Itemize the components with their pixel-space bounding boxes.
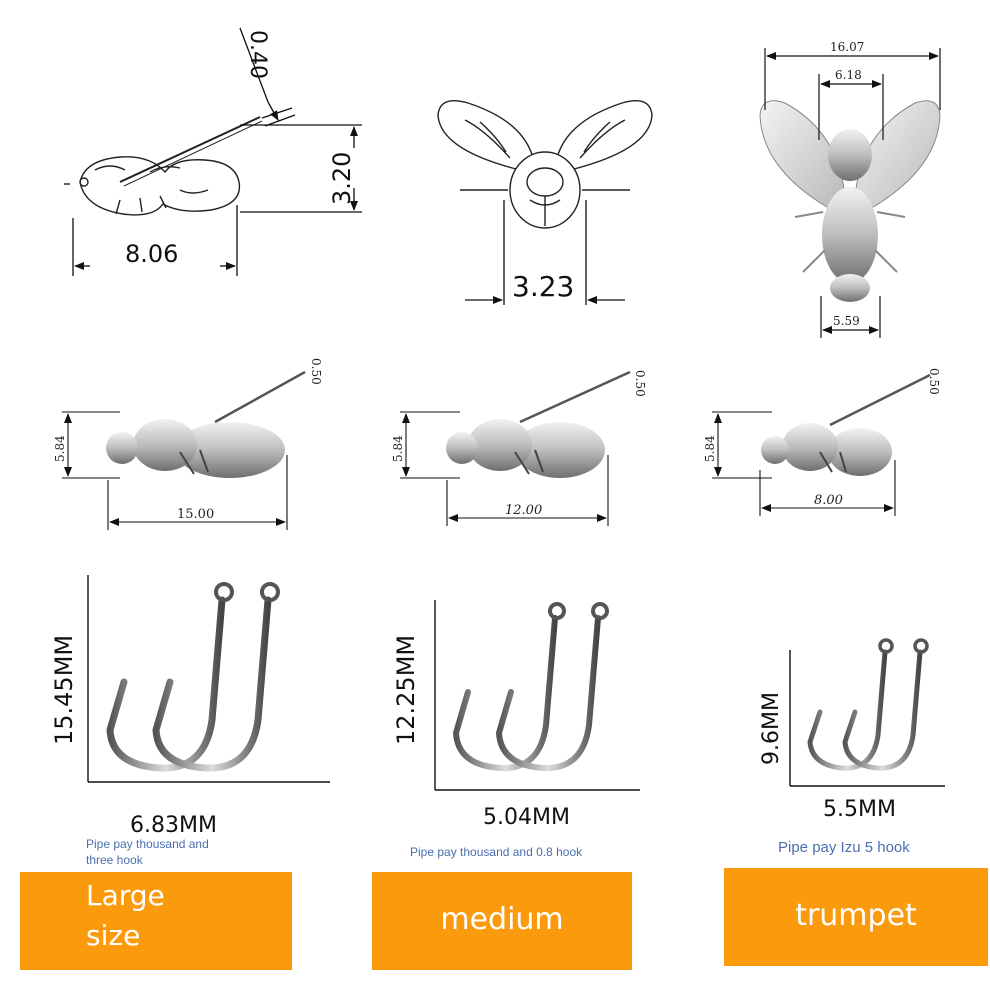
hooks-medium [434, 600, 640, 791]
size-band-medium [372, 872, 632, 970]
front-view-dimensions [465, 200, 625, 305]
top-thorax-dimension: 6.18 [835, 68, 862, 82]
side-height-dimension: 3.20 [328, 152, 356, 205]
size-label-small: trumpet [795, 898, 917, 933]
top-view-fly [759, 100, 941, 302]
size-band-large [20, 872, 292, 970]
lure-small-side [761, 373, 931, 476]
side-length-dimension: 8.06 [125, 240, 178, 268]
medium-hook-width: 5.04MM [483, 805, 570, 830]
side-view-dimensions [72, 27, 362, 276]
size-label-large: Large size [86, 879, 165, 952]
large-hook-height: 15.45MM [50, 635, 78, 745]
top-base-dimension: 5.59 [833, 314, 860, 328]
medium-lure-wire: 0.50 [633, 370, 647, 397]
small-hook-height: 9.6MM [759, 692, 784, 765]
medium-hook-note: Pipe pay thousand and 0.8 hook [410, 845, 583, 859]
front-view-fly [437, 100, 653, 229]
large-lure-wire: 0.50 [309, 358, 323, 385]
size-label-medium: medium [440, 902, 564, 937]
row2-dimension-lines [62, 411, 896, 530]
hooks-small [789, 638, 945, 787]
small-hook-width: 5.5MM [823, 797, 896, 822]
top-view-dimensions [764, 48, 941, 338]
large-lure-length: 15.00 [177, 507, 214, 522]
medium-hook-height: 12.25MM [392, 635, 420, 745]
front-width-dimension: 3.23 [512, 270, 574, 303]
small-lure-length: 8.00 [814, 493, 843, 508]
large-hook-note: Pipe pay thousand and three hook [86, 837, 209, 867]
size-band-small [724, 868, 988, 966]
large-lure-height: 5.84 [53, 435, 67, 462]
small-hook-note: Pipe pay Izu 5 hook [778, 839, 910, 856]
medium-lure-length: 12.00 [505, 503, 542, 518]
lure-large-side [106, 370, 306, 478]
large-hook-width: 6.83MM [130, 813, 217, 838]
hooks-large [87, 575, 330, 783]
small-lure-height: 5.84 [703, 435, 717, 462]
top-wingspan-dimension: 16.07 [830, 40, 864, 54]
medium-lure-height: 5.84 [391, 435, 405, 462]
small-lure-wire: 0.50 [927, 368, 941, 395]
side-view-fly [64, 116, 263, 216]
side-wire-dimension: 0.40 [245, 30, 270, 79]
lure-medium-side [446, 370, 631, 478]
